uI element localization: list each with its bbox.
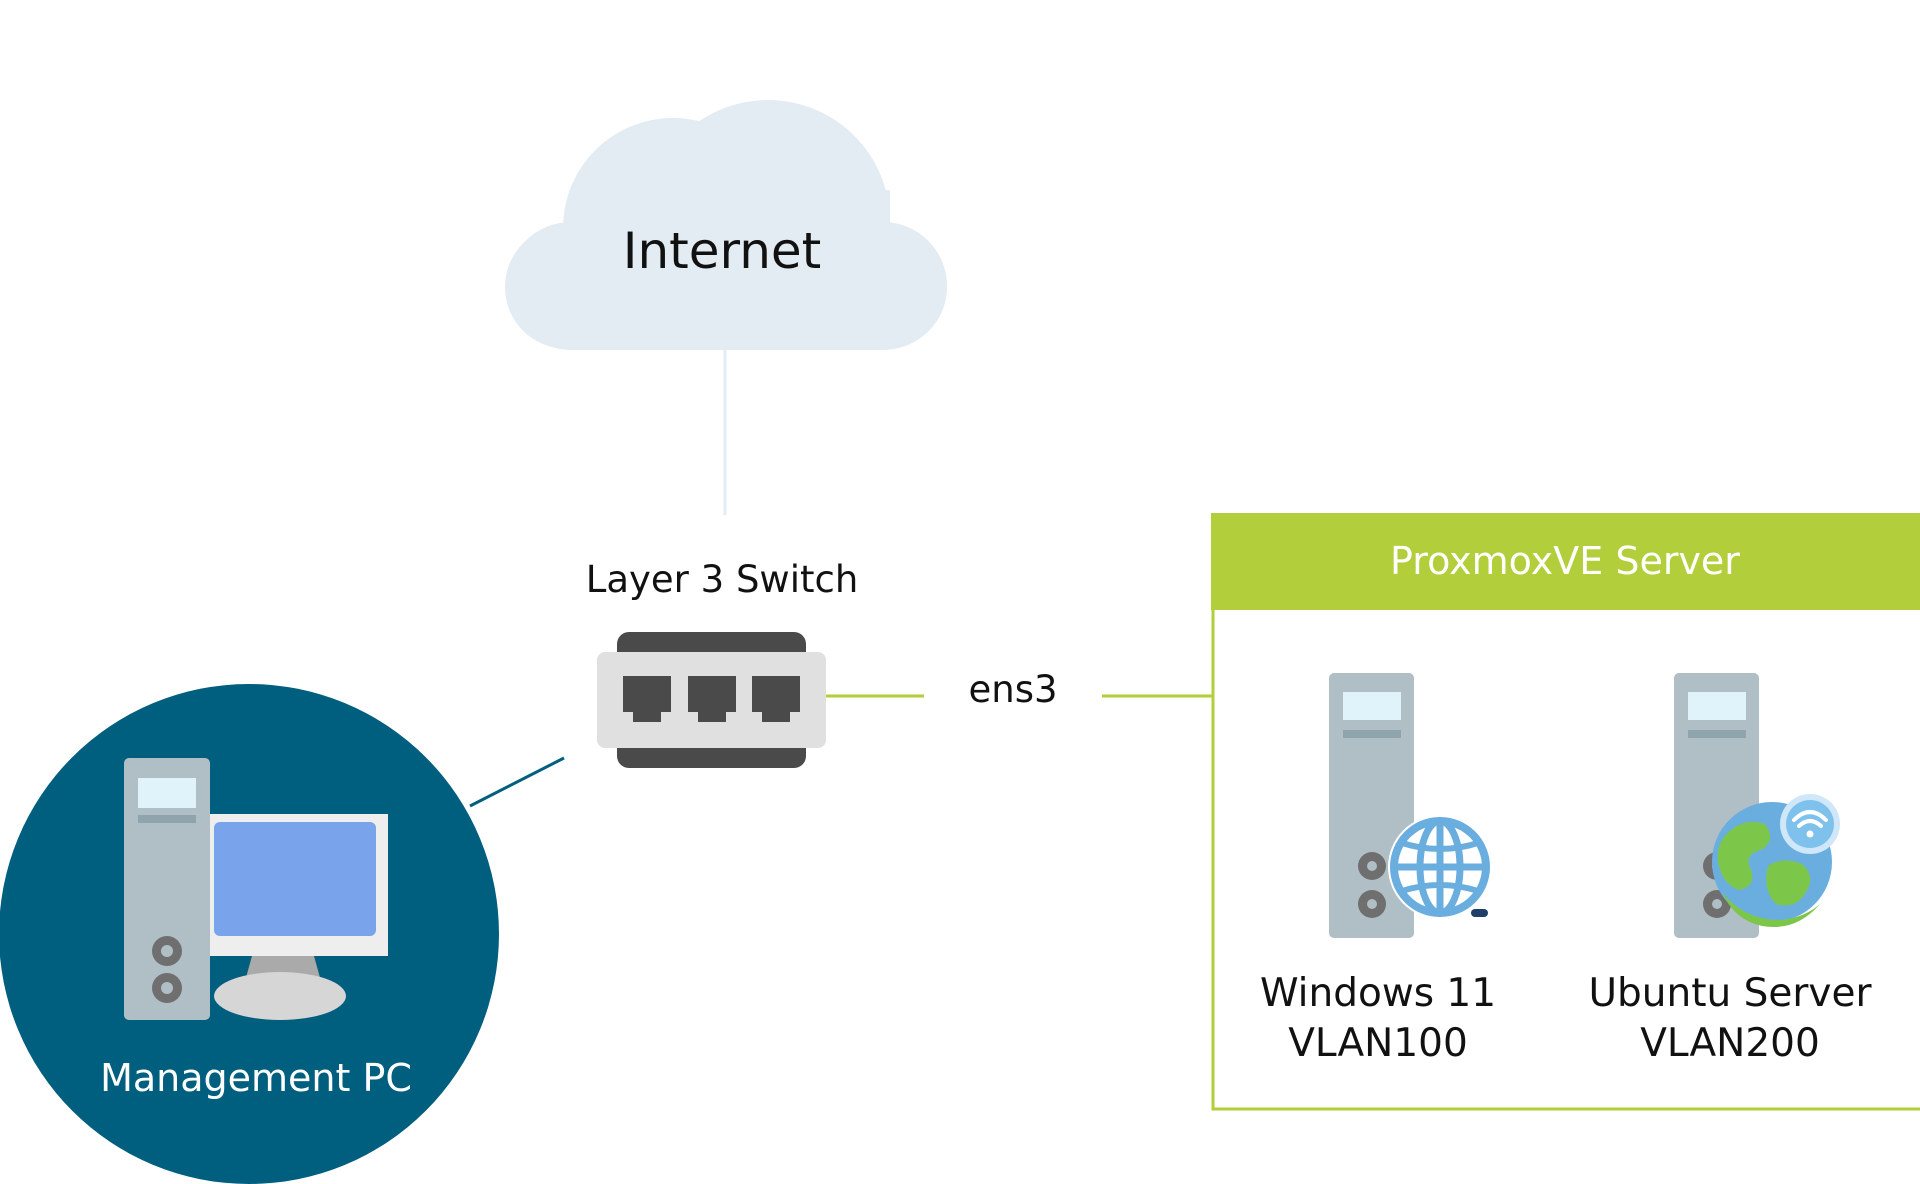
internet-node: Internet (505, 100, 947, 350)
network-switch-icon (597, 632, 826, 768)
pc-switch-link (469, 756, 565, 808)
server-title: ProxmoxVE Server (1390, 539, 1740, 583)
vm-ubuntu-server: Ubuntu Server VLAN200 (1588, 673, 1872, 1066)
vm-ubuntu-name: Ubuntu Server (1588, 971, 1872, 1016)
management-pc-node: Management PC (0, 684, 499, 1184)
switch-label: Layer 3 Switch (586, 558, 859, 601)
internet-label: Internet (623, 222, 822, 280)
earth-wifi-icon (1712, 794, 1840, 928)
vm-windows-vlan: VLAN100 (1288, 1021, 1468, 1066)
desktop-computer-icon (124, 758, 388, 1020)
server-header (1211, 513, 1920, 610)
cloud-icon (505, 100, 947, 350)
link-label-ens3: ens3 (968, 668, 1057, 711)
vm-windows-11: Windows 11 VLAN100 (1260, 673, 1496, 1066)
vm-ubuntu-vlan: VLAN200 (1640, 1021, 1820, 1066)
globe-icon (1388, 815, 1492, 919)
vm-windows-name: Windows 11 (1260, 971, 1496, 1016)
connectors (469, 348, 1212, 808)
switch-node: Layer 3 Switch (586, 558, 859, 768)
management-pc-label: Management PC (100, 1056, 412, 1100)
proxmox-server-node: ProxmoxVE Server Win (1211, 513, 1920, 1111)
